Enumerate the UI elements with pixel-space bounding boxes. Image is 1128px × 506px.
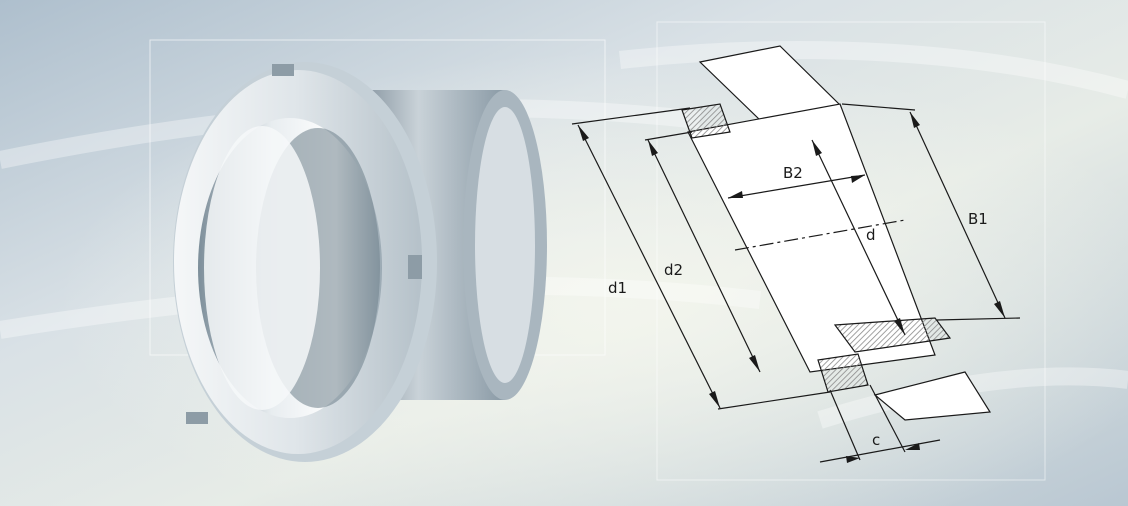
adapter-sleeve-illustration bbox=[173, 62, 547, 462]
dim-d2-ext bbox=[644, 131, 693, 141]
dim-c-ext-left bbox=[829, 389, 861, 461]
dim-d-line bbox=[811, 139, 906, 336]
label-b1: B1 bbox=[968, 210, 988, 228]
nut-slot bbox=[272, 64, 294, 76]
dim-d1-ext-top bbox=[571, 107, 691, 125]
center-line bbox=[734, 219, 906, 251]
shaft-lower bbox=[873, 371, 992, 421]
dim-d2-line bbox=[647, 139, 761, 373]
bore-highlight bbox=[204, 126, 320, 410]
dim-b1-ext-bot bbox=[936, 317, 1021, 321]
arrowheads bbox=[578, 112, 1005, 463]
dim-d1-ext-bot bbox=[717, 391, 831, 410]
label-d: d bbox=[866, 226, 876, 244]
sleeve-section bbox=[687, 103, 936, 373]
label-b2: B2 bbox=[783, 164, 803, 182]
dim-d1-line bbox=[577, 124, 721, 409]
sleeve-end-inner bbox=[475, 107, 535, 383]
nut-slot bbox=[408, 255, 422, 279]
sleeve-band bbox=[833, 317, 952, 353]
label-d1: d1 bbox=[608, 279, 627, 297]
nut-section-top bbox=[681, 103, 731, 139]
dim-b1-line bbox=[909, 111, 1006, 319]
label-c: c bbox=[872, 431, 880, 449]
label-d2: d2 bbox=[664, 261, 683, 279]
dim-c-ext-right bbox=[869, 384, 906, 453]
dim-b2-line bbox=[727, 174, 866, 199]
nut-section-bottom bbox=[817, 353, 869, 393]
dim-b1-ext-top bbox=[841, 103, 916, 111]
dim-c-line bbox=[819, 439, 941, 463]
technical-drawing bbox=[571, 45, 1021, 463]
nut-slot bbox=[186, 412, 208, 424]
drawing-frame bbox=[656, 21, 1046, 481]
